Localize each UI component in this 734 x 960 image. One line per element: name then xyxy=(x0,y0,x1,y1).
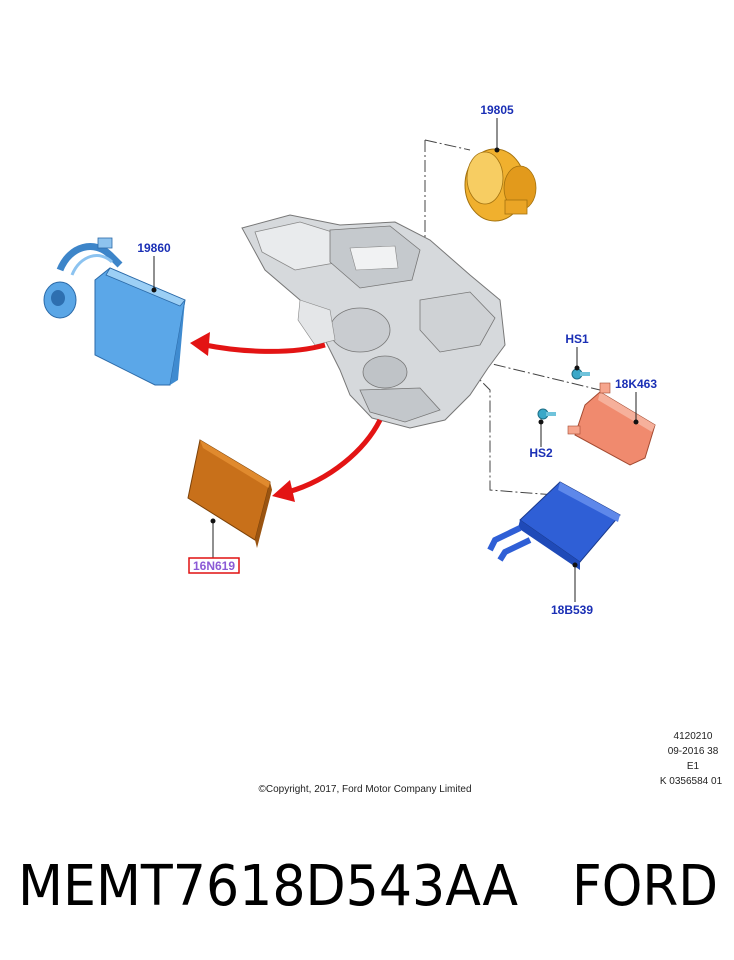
label-screw-hs1[interactable]: HS1 xyxy=(565,332,589,346)
arrow-head-evaporator xyxy=(190,332,210,356)
arrow-to-filter xyxy=(287,418,383,495)
info-line-4: K 0356584 01 xyxy=(660,776,723,787)
heater-bracket-part xyxy=(567,382,656,466)
label-heater-core[interactable]: 18B539 xyxy=(551,603,593,617)
label-blower-motor[interactable]: 19805 xyxy=(480,103,514,117)
label-screw-hs2[interactable]: HS2 xyxy=(529,446,553,460)
info-line-2: 09-2016 38 xyxy=(668,746,719,757)
label-cabin-filter[interactable]: 16N619 xyxy=(193,559,235,573)
brand-name: FORD xyxy=(572,854,718,919)
label-heater-bracket[interactable]: 18K463 xyxy=(615,377,657,391)
hvac-housing xyxy=(241,214,506,429)
heater-core-part xyxy=(487,481,621,570)
arrow-head-filter xyxy=(272,480,295,502)
evaporator-part xyxy=(43,237,186,386)
arrow-to-evaporator xyxy=(204,342,326,354)
info-line-1: 4120210 xyxy=(674,731,713,742)
copyright-text: ©Copyright, 2017, Ford Motor Company Lim… xyxy=(258,784,471,795)
highlight-box-cabin-filter xyxy=(188,557,240,574)
removal-arrows xyxy=(204,342,383,495)
label-evaporator[interactable]: 19860 xyxy=(137,241,171,255)
blower-motor-part xyxy=(464,148,537,222)
part-number-title: MEMT7618D543AA xyxy=(18,854,518,919)
screw-hs2-part xyxy=(537,408,556,420)
cabin-filter-part xyxy=(187,439,272,548)
screw-hs1-part xyxy=(571,368,590,380)
leader-dots xyxy=(151,147,639,568)
info-line-3: E1 xyxy=(687,761,700,772)
